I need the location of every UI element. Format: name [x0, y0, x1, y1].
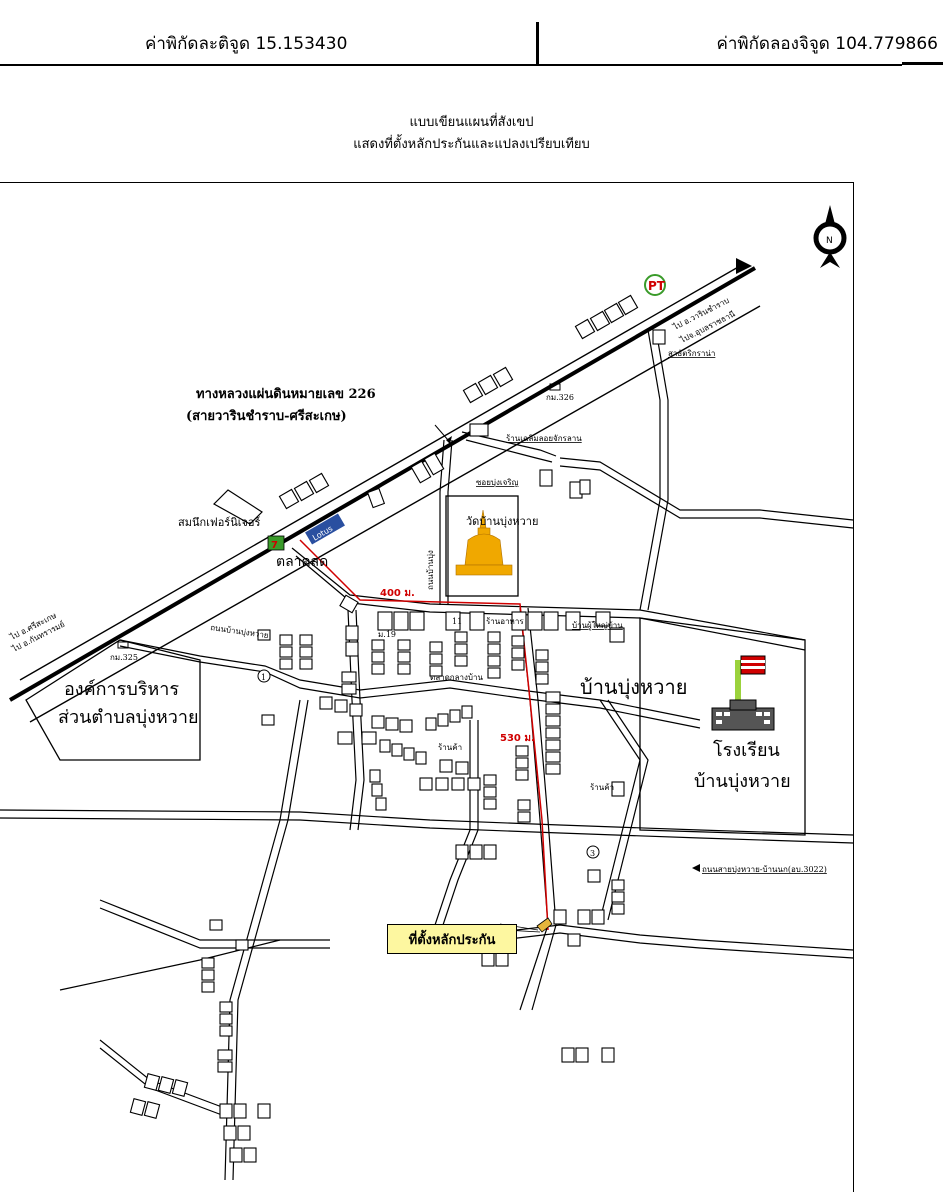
km-marker-325-icon [117, 641, 129, 649]
header-divider [536, 22, 539, 66]
houses [129, 294, 666, 1163]
coordinate-header: ค่าพิกัดละติจูด 15.153430 ค่าพิกัดลองจิจ… [0, 0, 943, 68]
pagoda-icon [455, 509, 513, 576]
longitude-label: ค่าพิกัดลองจิจูด 104.779866 [716, 34, 939, 54]
sao-label-line1: องค์การบริหาร [64, 679, 179, 700]
moo-11-label: 11 [452, 617, 462, 626]
sao-label-line2: ส่วนตำบลบุ่งหวาย [58, 707, 199, 728]
collateral-location-callout: ที่ตั้งหลักประกัน [387, 924, 517, 954]
landmarks: PT N 7 Lotus [117, 205, 847, 939]
temple-label: วัดบ้านบุ่งหวาย [466, 515, 538, 528]
svg-text:PT: PT [648, 279, 666, 293]
shop-chaloem-label: ร้านเฉลิมลอยจักรลาน [506, 434, 582, 443]
route-to-collateral [299, 539, 549, 931]
map-title: แบบเขียนแผนที่สังเขป แสดงที่ตั้งหลักประก… [0, 112, 943, 156]
pt-station-icon: PT [644, 274, 666, 296]
distance-400-label: 400 ม. [380, 588, 415, 599]
school-label-line2: บ้านบุ่งหวาย [694, 771, 791, 792]
km-326-label: กม.326 [546, 393, 574, 402]
circle-3-label: 3 [590, 849, 595, 858]
shop-right-label: ร้านค้า [590, 783, 614, 792]
store-icon: 7 Lotus [267, 513, 345, 551]
map-title-line1: แบบเขียนแผนที่สังเขป [409, 115, 534, 130]
district-road-label: ถนนสายบุ่งหวาย-บ้านนก(อบ.3022) [702, 865, 827, 874]
svg-text:7: 7 [271, 540, 278, 551]
latitude-label: ค่าพิกัดละติจูด 15.153430 [145, 34, 348, 54]
road-bung-waai-label: ถนนบ้านบุ่งหวาย [210, 623, 269, 640]
map-frame [0, 182, 854, 1192]
highway-label-2: (สายวารินชำราบ-ศรีสะเกษ) [186, 408, 347, 424]
circle-1-label: 1 [261, 673, 266, 682]
shop-center-label: ร้านค้า [438, 743, 462, 752]
km-marker-326-icon [549, 383, 561, 391]
furniture-store-label: สมนึกเฟอร์นิเจอร์ [178, 516, 261, 529]
km-325-label: กม.325 [110, 653, 138, 662]
north-arrow-icon: N [813, 205, 847, 268]
village-name-label: บ้านบุ่งหวาย [580, 675, 687, 700]
highway-label-1: ทางหลวงแผ่นดินหมายเลข 226 [196, 387, 376, 402]
map-title-line2: แสดงที่ตั้งหลักประกันและแปลงเปรียบเทียบ [353, 137, 590, 152]
distance-530-label: 530 ม. [500, 733, 535, 744]
parcels [25, 489, 806, 836]
school-icon [711, 655, 775, 731]
headman-house-label: บ้านผู้ใหญ่บ้าน [572, 621, 623, 631]
header-rule-right [902, 62, 943, 65]
moo-19-label: ม.19 [378, 630, 396, 639]
north-letter: N [826, 236, 833, 246]
lane-bung-charoen-label: ซอยบุ่งเจริญ [476, 478, 519, 487]
side-road-vertical-label: ถนนบ้านบุ่ง [426, 550, 435, 590]
school-label-line1: โรงเรียน [713, 739, 780, 761]
shop-top-right-label: สาธัตริกราน่า [668, 349, 715, 358]
shop-near-moo-label: ร้านอาหาร [486, 617, 524, 626]
road-network [0, 329, 854, 1181]
village-market-label: ตลาดกลางบ้าน [430, 673, 484, 682]
header-rule [0, 64, 902, 66]
market-label: ตลาดสด [276, 554, 328, 570]
